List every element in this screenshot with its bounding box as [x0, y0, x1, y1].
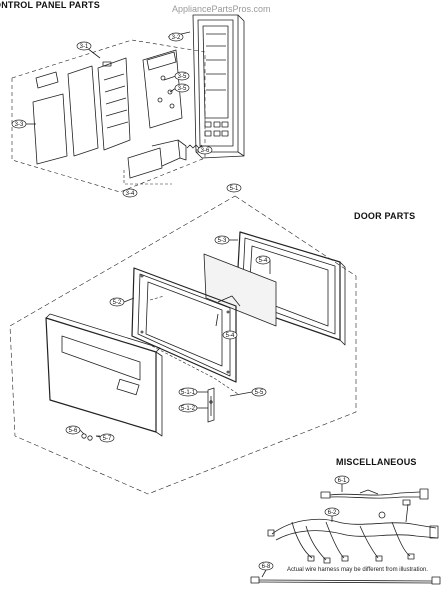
watermark: AppliancePartsPros.com [172, 4, 271, 14]
callout-5-1-1: 5-1-1 [178, 387, 198, 397]
callout-bubbles: 3-1 3-2 3-3 3-5 3-5 3-6 3-4 5-1 [11, 32, 350, 571]
callout-6-2: 6-2 [324, 507, 340, 517]
miscellaneous-title: MISCELLANEOUS [336, 457, 417, 467]
door-front-panel [45, 313, 163, 437]
door-choke-cover [203, 253, 277, 327]
control-board [142, 49, 183, 129]
key-unit [97, 57, 131, 151]
svg-text:5-1-1: 5-1-1 [181, 390, 196, 396]
callout-5-1-2: 5-1-2 [178, 403, 198, 413]
door-group-outline [9, 195, 357, 495]
callout-5-7: 5-7 [99, 433, 115, 443]
callout-5-4: 5-4 [255, 255, 271, 265]
control-panel-frame [192, 14, 245, 159]
svg-text:5-2: 5-2 [113, 300, 122, 306]
wire-harness-short [320, 488, 429, 500]
svg-text:3-3: 3-3 [15, 122, 24, 128]
callout-5-6: 5-6 [65, 425, 81, 435]
miscellaneous-parts [250, 484, 441, 585]
svg-text:5-4: 5-4 [226, 333, 235, 339]
callout-3-3: 3-3 [11, 119, 27, 129]
callout-3-4: 3-4 [122, 188, 138, 198]
callout-5-5: 5-5 [251, 387, 267, 397]
door-assembly [9, 195, 357, 495]
callout-3-6: 3-6 [197, 145, 213, 155]
svg-text:3-1: 3-1 [80, 44, 89, 50]
svg-text:3-4: 3-4 [126, 191, 135, 197]
svg-text:3-5: 3-5 [178, 74, 187, 80]
callout-5-4-second: 5-4 [222, 330, 238, 340]
callout-3-5: 3-5 [174, 71, 190, 81]
panel-sheet [67, 65, 99, 157]
callout-5-2: 5-2 [109, 297, 125, 307]
callout-5-1: 5-1 [226, 183, 242, 193]
svg-text:5-1-2: 5-1-2 [181, 406, 196, 412]
callout-6-8: 6-8 [258, 561, 274, 571]
svg-text:3-2: 3-2 [172, 35, 181, 41]
wire-harness-note: Actual wire harness may be different fro… [287, 567, 428, 573]
control-panel-overlay [32, 71, 68, 165]
svg-text:3-6: 3-6 [201, 148, 210, 154]
callout-3-2: 3-2 [168, 32, 184, 42]
wire-harness-main [267, 499, 439, 564]
control-panel-assembly [11, 14, 245, 193]
svg-text:6-1: 6-1 [338, 478, 347, 484]
door-parts-title: DOOR PARTS [354, 211, 416, 221]
svg-text:5-4: 5-4 [259, 258, 268, 264]
svg-text:6-8: 6-8 [262, 564, 271, 570]
control-panel-group-outline [11, 39, 206, 193]
svg-text:5-3: 5-3 [218, 238, 227, 244]
wire-harness-long [250, 576, 441, 585]
svg-text:5-1: 5-1 [230, 186, 239, 192]
svg-text:6-2: 6-2 [328, 510, 337, 516]
door-latch [207, 387, 215, 423]
svg-text:3-5: 3-5 [178, 86, 187, 92]
door-chassis [131, 267, 241, 383]
svg-text:5-6: 5-6 [69, 428, 78, 434]
callout-5-3: 5-3 [214, 235, 230, 245]
door-open-button [127, 139, 187, 179]
callout-3-5-second: 3-5 [174, 83, 190, 93]
control-panel-parts-title: ONTROL PANEL PARTS [0, 0, 100, 10]
callout-3-1: 3-1 [76, 41, 92, 51]
svg-text:5-7: 5-7 [103, 436, 112, 442]
callout-6-1: 6-1 [334, 475, 350, 485]
svg-text:5-5: 5-5 [255, 390, 264, 396]
